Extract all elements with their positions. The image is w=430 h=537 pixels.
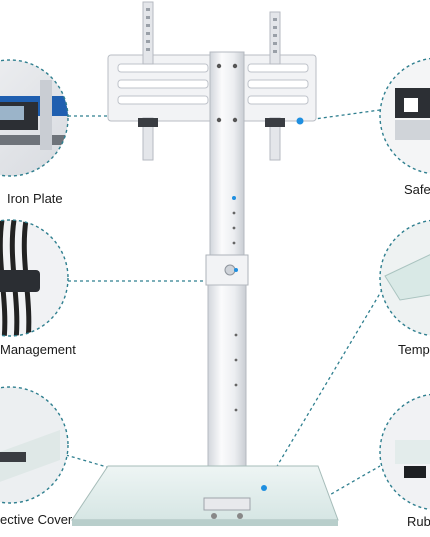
callout-circle-protective-cover xyxy=(0,386,69,504)
callout-circle-tempered-glass xyxy=(379,219,430,337)
label-rubber: Rub xyxy=(407,514,430,529)
vertical-arms xyxy=(138,1,285,161)
glass-base xyxy=(71,465,339,526)
height-collar xyxy=(205,254,249,286)
callout-circle-iron-plate xyxy=(0,59,69,177)
dashed-callout-line xyxy=(263,289,383,489)
lower-pole xyxy=(207,284,247,501)
callout-circle-cable-management xyxy=(0,219,69,337)
upper-pole xyxy=(209,51,245,258)
label-safety: Safe xyxy=(404,182,430,197)
callout-circle-safety xyxy=(379,57,430,175)
callout-circle-rubber xyxy=(379,393,430,511)
label-tempered-glass: Temp xyxy=(398,342,430,357)
label-protective-cover: ective Cover xyxy=(0,512,73,527)
label-iron-plate: Iron Plate xyxy=(7,191,63,206)
label-cable-management: Management xyxy=(0,342,76,357)
